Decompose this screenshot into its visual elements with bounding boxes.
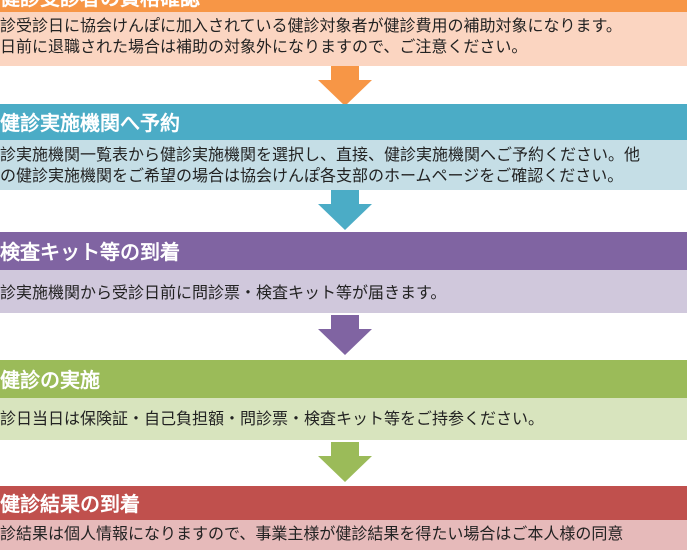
section-5-body: 診結果は個人情報になりますので、事業主様が健診結果を得たい場合はご本人様の同意 (0, 520, 687, 550)
arrow-down-icon (318, 442, 372, 482)
section-1-header: 健診受診者の資格確認 (0, 0, 687, 12)
body-line: 診受診日に協会けんぽに加入されている健診対象者が健診費用の補助対象になります。 (0, 16, 622, 35)
section-3-body: 診実施機関から受診日前に問診票・検査キット等が届きます。 (0, 270, 687, 313)
arrow-down-icon (318, 66, 372, 106)
section-3-header: 検査キット等の到着 (0, 232, 687, 270)
section-title: 健診結果の到着 (0, 492, 140, 516)
section-title: 検査キット等の到着 (0, 240, 180, 264)
body-line: 診結果は個人情報になりますので、事業主様が健診結果を得たい場合はご本人様の同意 (0, 524, 624, 543)
section-title: 健診受診者の資格確認 (0, 0, 200, 10)
section-2-body: 診実施機関一覧表から健診実施機関を選択し、直接、健診実施機関へご予約ください。他… (0, 140, 687, 190)
arrow-down-icon (318, 315, 372, 355)
section-title: 健診実施機関へ予約 (0, 111, 180, 135)
body-line: 日前に退職された場合は補助の対象外になりますので、ご注意ください。 (0, 37, 528, 56)
section-title: 健診の実施 (0, 368, 100, 392)
section-4-header: 健診の実施 (0, 360, 687, 398)
body-line: 診実施機関一覧表から健診実施機関を選択し、直接、健診実施機関へご予約ください。他 (0, 145, 641, 164)
section-2-header: 健診実施機関へ予約 (0, 104, 687, 140)
section-5-header: 健診結果の到着 (0, 486, 687, 520)
section-1-body: 診受診日に協会けんぽに加入されている健診対象者が健診費用の補助対象になります。 … (0, 12, 687, 66)
body-line: の健診実施機関をご希望の場合は協会けんぽ各支部のホームページをご確認ください。 (0, 166, 624, 185)
body-line: 診実施機関から受診日前に問診票・検査キット等が届きます。 (0, 283, 447, 302)
arrow-down-icon (318, 190, 372, 230)
body-line: 診日当日は保険証・自己負担額・問診票・検査キット等をご持参ください。 (0, 409, 545, 428)
section-4-body: 診日当日は保険証・自己負担額・問診票・検査キット等をご持参ください。 (0, 398, 687, 440)
